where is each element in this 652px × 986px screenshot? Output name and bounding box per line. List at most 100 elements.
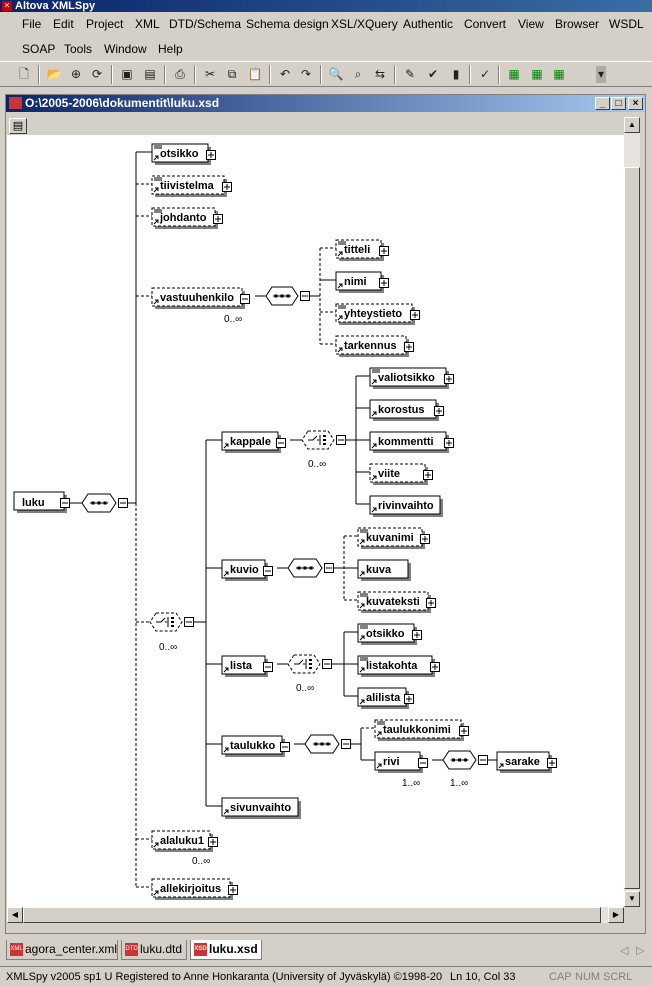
schema-overview-icon[interactable]: ▤ (9, 118, 27, 134)
collapse-icon[interactable] (184, 617, 194, 627)
schema-element-kuvanimi[interactable]: kuvanimi (357, 527, 430, 549)
choice-compositor[interactable] (149, 612, 194, 632)
menu-help[interactable]: Help (158, 42, 183, 56)
schema-element-kommentti[interactable]: kommentti (369, 431, 454, 453)
find-next-icon[interactable]: ⌕ (354, 67, 362, 81)
validate-icon[interactable]: ✔ (427, 67, 439, 81)
collapse-icon[interactable] (322, 659, 332, 669)
expand-icon[interactable] (404, 694, 414, 704)
expand-icon[interactable] (434, 406, 444, 416)
collapse-icon[interactable] (263, 566, 273, 576)
schema-element-kuvateksti[interactable]: kuvateksti (357, 591, 436, 613)
minimize-button[interactable]: _ (595, 97, 610, 110)
scroll-right-icon[interactable]: ▶ (608, 907, 624, 923)
schema-element-vastuuhenkilo[interactable]: vastuuhenkilo (151, 287, 250, 309)
save-all-icon[interactable]: ▤ (144, 67, 156, 81)
expand-icon[interactable] (444, 438, 454, 448)
expand-icon[interactable] (423, 470, 433, 480)
horizontal-scrollbar[interactable]: ◀ ▶ (7, 907, 624, 923)
tab-scroll-left-icon[interactable]: ◁ (620, 945, 629, 957)
collapse-icon[interactable] (60, 498, 70, 508)
print-icon[interactable]: ⎙ (175, 67, 185, 81)
sequence-compositor[interactable] (442, 750, 488, 770)
scroll-left-icon[interactable]: ◀ (7, 907, 23, 923)
collapse-icon[interactable] (336, 435, 346, 445)
schema-element-otsikko[interactable]: otsikko (151, 143, 216, 165)
menu-wsdl[interactable]: WSDL (609, 17, 644, 31)
expand-icon[interactable] (206, 150, 216, 160)
menu-tools[interactable]: Tools (64, 42, 93, 56)
maximize-button[interactable]: □ (611, 97, 626, 110)
menu-file[interactable]: File (22, 17, 42, 31)
schema-element-taulukko[interactable]: taulukko (221, 735, 290, 757)
schema-element-rivinvaihto[interactable]: rivinvaihto (369, 495, 443, 517)
collapse-icon[interactable] (240, 294, 250, 304)
schema-element-kappale[interactable]: kappale (221, 431, 286, 453)
scroll-up-icon[interactable]: ▲ (624, 117, 640, 133)
new-file-icon[interactable]: 🗋 (19, 67, 29, 81)
reload-icon[interactable]: ⟳ (91, 67, 103, 81)
collapse-icon[interactable] (478, 755, 488, 765)
collapse-icon[interactable] (276, 438, 286, 448)
expand-icon[interactable] (410, 310, 420, 320)
schema-element-kuvio[interactable]: kuvio (221, 559, 273, 581)
schema-element-nimi[interactable]: nimi (335, 271, 389, 293)
menu-edit[interactable]: Edit (53, 17, 74, 31)
toggle-validation-icon[interactable]: ▮ (452, 67, 460, 81)
open-folder-icon[interactable]: 📂 (46, 67, 62, 81)
vertical-scrollbar[interactable]: ▲ ▼ (624, 117, 640, 907)
schema-element-johdanto[interactable]: johdanto (151, 207, 223, 229)
schema-element-titteli[interactable]: titteli (335, 239, 389, 261)
schema-element-alilista[interactable]: alilista (357, 687, 414, 709)
expand-icon[interactable] (547, 758, 557, 768)
schema-element-alaluku1[interactable]: alaluku1 (151, 830, 218, 852)
schema-element-lista[interactable]: lista (221, 655, 273, 677)
expand-icon[interactable] (459, 726, 469, 736)
scroll-down-icon[interactable]: ▼ (624, 891, 640, 907)
schema-element-valiotsikko[interactable]: valiotsikko (369, 367, 454, 389)
menu-schema-design[interactable]: Schema design (246, 17, 329, 31)
redo-icon[interactable]: ↷ (300, 67, 312, 81)
copy-icon[interactable]: ⧉ (227, 67, 237, 81)
schema-element-lista-otsikko[interactable]: otsikko (357, 623, 422, 645)
menu-window[interactable]: Window (104, 42, 147, 56)
schema-element-kuva[interactable]: kuva (357, 559, 411, 581)
menu-view[interactable]: View (518, 17, 544, 31)
tab-scroll-right-icon[interactable]: ▷ (636, 945, 645, 957)
expand-icon[interactable] (228, 885, 238, 895)
collapse-icon[interactable] (418, 758, 428, 768)
fo-transform-icon[interactable]: ▦ (531, 67, 543, 81)
schema-element-tarkennus[interactable]: tarkennus (335, 335, 414, 357)
expand-icon[interactable] (379, 246, 389, 256)
schema-element-yhteystieto[interactable]: yhteystieto (335, 303, 420, 325)
toolbar-overflow-icon[interactable]: ▾ (596, 66, 606, 83)
open-url-icon[interactable]: ⊕ (70, 67, 82, 81)
choice-compositor[interactable] (287, 654, 332, 674)
undo-icon[interactable]: ↶ (279, 67, 291, 81)
schema-element-allekirjoitus[interactable]: allekirjoitus (151, 878, 238, 900)
collapse-icon[interactable] (300, 291, 310, 301)
expand-icon[interactable] (444, 374, 454, 384)
schema-element-sivunvaihto[interactable]: sivunvaihto (221, 797, 301, 819)
paste-icon[interactable]: 📋 (247, 67, 263, 81)
menu-project[interactable]: Project (86, 17, 124, 31)
expand-icon[interactable] (213, 214, 223, 224)
menu-dtd-schema[interactable]: DTD/Schema (169, 17, 242, 31)
schema-element-tiivistelma[interactable]: tiivistelma (151, 175, 232, 197)
menu-xsl-xquery[interactable]: XSL/XQuery (331, 17, 398, 31)
expand-icon[interactable] (222, 182, 232, 192)
collapse-icon[interactable] (341, 739, 351, 749)
sequence-compositor[interactable] (265, 286, 310, 306)
schema-element-rivi[interactable]: rivi (374, 751, 428, 773)
collapse-icon[interactable] (263, 662, 273, 672)
schema-element-listakohta[interactable]: listakohta (357, 655, 440, 677)
schema-element-sarake[interactable]: sarake (496, 751, 557, 773)
schema-element-taulukkonimi[interactable]: taulukkonimi (374, 719, 469, 741)
spellcheck-icon[interactable]: ✓ (479, 67, 491, 81)
schema-element-korostus[interactable]: korostus (369, 399, 444, 421)
replace-icon[interactable]: ⇆ (374, 67, 386, 81)
menu-convert[interactable]: Convert (464, 17, 507, 31)
cut-icon[interactable]: ✂ (204, 67, 216, 81)
save-icon[interactable]: ▣ (121, 67, 133, 81)
